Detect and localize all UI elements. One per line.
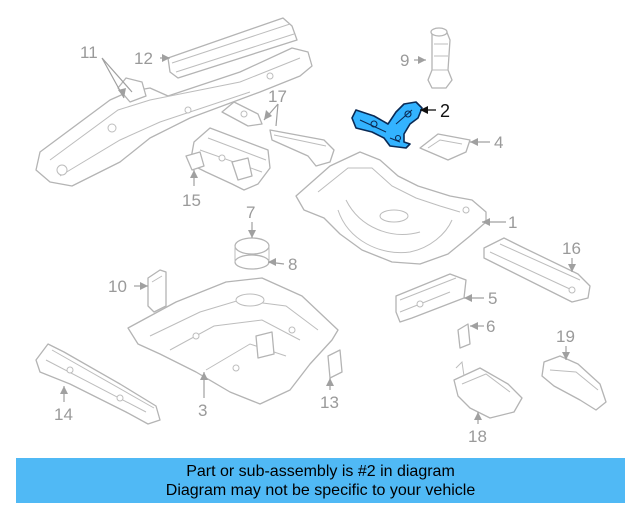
part-1-floor-tub bbox=[295, 151, 487, 265]
callout-14: 14 bbox=[54, 405, 73, 424]
part-12-upper-rail bbox=[167, 17, 298, 79]
callout-18: 18 bbox=[468, 427, 487, 446]
callout-19: 19 bbox=[556, 327, 575, 346]
parts-diagram: 1 2 3 4 5 6 7 8 9 10 11 12 13 14 15 16 1… bbox=[35, 17, 607, 446]
caption-line-1: Part or sub-assembly is #2 in diagram bbox=[186, 462, 455, 480]
part-3-floor-pan bbox=[127, 277, 339, 405]
part-16-rear-rail bbox=[483, 237, 591, 303]
callout-9: 9 bbox=[400, 51, 409, 70]
callout-16: 16 bbox=[562, 239, 581, 258]
part-15-crossmember bbox=[185, 127, 271, 191]
callout-7: 7 bbox=[246, 203, 255, 222]
callout-numbers: 1 2 3 4 5 6 7 8 9 10 11 12 13 14 15 16 1… bbox=[54, 43, 581, 446]
callout-3: 3 bbox=[198, 401, 207, 420]
callout-17: 17 bbox=[268, 87, 287, 106]
callout-6: 6 bbox=[486, 317, 495, 336]
part-9-jack bbox=[427, 27, 453, 89]
part-7-plug bbox=[234, 237, 270, 270]
part-4-pad bbox=[419, 133, 471, 161]
caption-line-2: Diagram may not be specific to your vehi… bbox=[165, 481, 476, 499]
part-13-bracket bbox=[327, 349, 343, 379]
callout-12: 12 bbox=[134, 49, 153, 68]
callout-15: 15 bbox=[182, 191, 201, 210]
part-18-shield bbox=[453, 360, 523, 419]
leader-lines bbox=[60, 54, 576, 424]
part-17-bracket bbox=[221, 101, 335, 167]
callout-8: 8 bbox=[288, 255, 297, 274]
part-14-cross-rail bbox=[35, 343, 161, 425]
callout-5: 5 bbox=[488, 289, 497, 308]
part-2-highlighted-bracket bbox=[351, 101, 423, 149]
part-5-reinforcement bbox=[395, 273, 467, 323]
part-19-bracket bbox=[541, 355, 607, 411]
callout-1: 1 bbox=[508, 213, 517, 232]
caption-banner: Part or sub-assembly is #2 in diagram Di… bbox=[16, 458, 625, 503]
callout-2: 2 bbox=[440, 101, 450, 121]
part-10-block bbox=[147, 269, 167, 313]
callout-4: 4 bbox=[494, 133, 503, 152]
callout-11: 11 bbox=[80, 43, 98, 62]
part-6-clip bbox=[457, 323, 471, 349]
callout-13: 13 bbox=[320, 393, 339, 412]
callout-10: 10 bbox=[108, 277, 127, 296]
